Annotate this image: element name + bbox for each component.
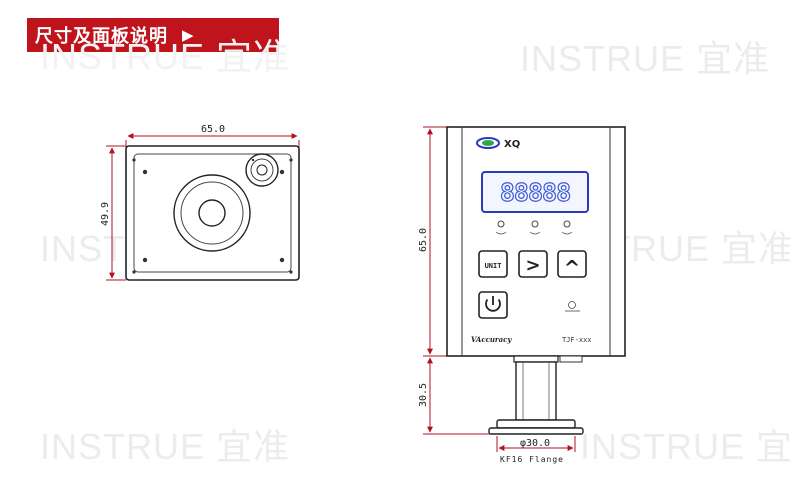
unit-symbol-icon (565, 301, 580, 312)
up-button[interactable]: ^ (557, 250, 587, 280)
connector-middle (250, 158, 274, 182)
screw-hole (279, 257, 285, 263)
section-title: 尺寸及面板说明 (35, 26, 168, 47)
led-label-mark (529, 231, 541, 235)
up-button-label: ^ (564, 256, 581, 280)
display-digits: 88888 (500, 178, 570, 207)
connector-outer (245, 153, 279, 187)
width-dimension-label: 65.0 (201, 124, 225, 135)
watermark: INSTRUE 宜准 (40, 36, 291, 77)
unit-button[interactable]: UNIT (478, 250, 508, 278)
indicator-led (563, 220, 571, 228)
port-outer-ring (173, 174, 251, 252)
housing-outline (446, 126, 626, 357)
next-button-label: > (525, 255, 540, 276)
power-button[interactable] (478, 291, 508, 319)
screw-hole (289, 158, 293, 162)
height-dimension-label: 49.9 (100, 202, 111, 226)
unit-button-label: UNIT (485, 262, 502, 270)
flange-dimension-label: φ30.0 (520, 438, 550, 449)
screw-hole (132, 158, 136, 162)
screw-hole (132, 270, 136, 274)
neck-collar (513, 355, 559, 363)
neck-tube (515, 361, 557, 421)
front-inner-outline (133, 153, 292, 273)
watermark: INSTRUE 宜准 (520, 38, 771, 79)
kf16-flange-top (496, 419, 576, 429)
screw-hole (289, 270, 293, 274)
neck-height-dimension-label: 30.5 (418, 383, 429, 407)
led-label-mark (561, 231, 573, 235)
model-text: TJF-xxx (562, 336, 592, 344)
indicator-led (497, 220, 505, 228)
brand-text: VAccuracy (471, 335, 512, 344)
side-connector (559, 355, 583, 363)
kf16-flange-base (488, 427, 584, 435)
next-button[interactable]: > (518, 250, 548, 278)
port-middle-ring (180, 181, 244, 245)
logo-icon-core (482, 140, 494, 146)
watermark: INSTRUE 宜准 (40, 426, 291, 467)
front-body-outline (125, 145, 300, 281)
power-icon (485, 298, 501, 312)
flange-label: KF16 Flange (500, 455, 564, 464)
logo-icon (476, 137, 500, 149)
indicator-led (531, 220, 539, 228)
connector-dot (251, 158, 255, 162)
logo-text: XQ (504, 139, 520, 150)
screw-hole (142, 257, 148, 263)
side-view: 65.0 30.5 XQ 88888 UNIT > (418, 126, 626, 464)
led-label-mark (495, 231, 507, 235)
section-header-banner: 尺寸及面板说明 ▶ (27, 18, 279, 52)
watermark: INSTRUE 宜准 (580, 426, 790, 467)
screw-hole (279, 169, 285, 175)
body-height-dimension-label: 65.0 (418, 228, 429, 252)
lcd-display (481, 171, 589, 213)
play-triangle-icon: ▶ (182, 26, 194, 44)
port-inner-ring (198, 199, 226, 227)
connector-pin (256, 164, 268, 176)
front-view: 65.0 49.9 (100, 124, 300, 281)
screw-hole (142, 169, 148, 175)
